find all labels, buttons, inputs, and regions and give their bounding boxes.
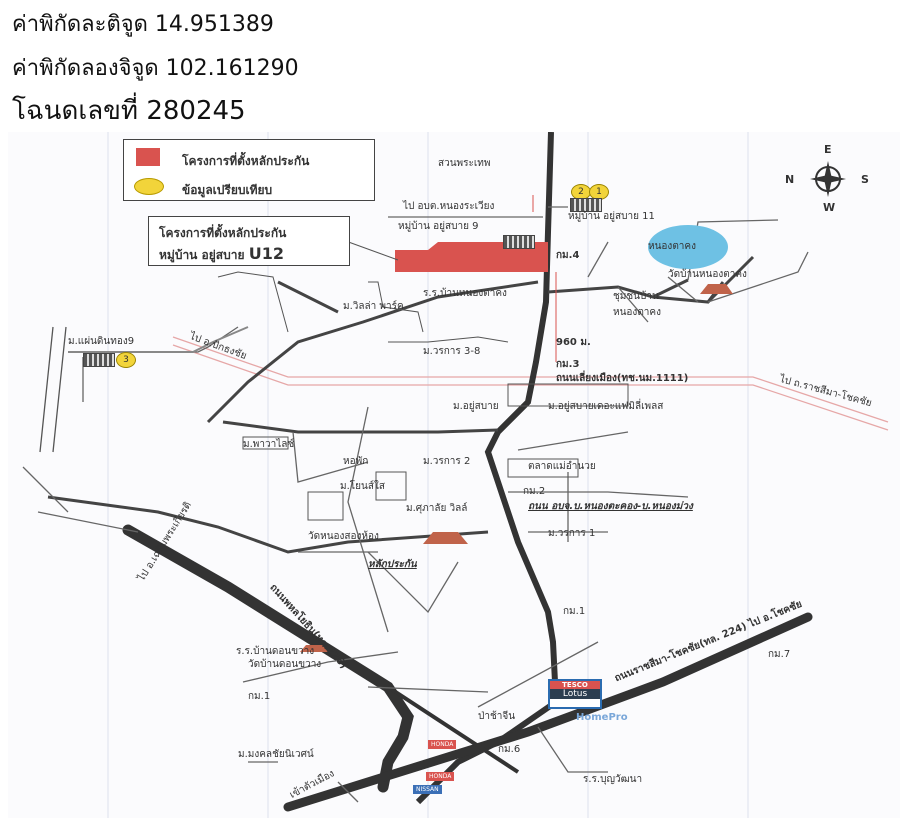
label-supalai-ville: ม.ศุภาลัย วิลล์ (406, 503, 468, 514)
label-km6: กม.6 (498, 744, 521, 755)
label-wat-ban-nong-ta-kong: วัดบ้านหนองตาคง (668, 269, 747, 280)
building-icon (503, 235, 535, 249)
label-dist-960: 960 ม. (556, 337, 591, 348)
label-to-nong-rawiang: ไป อบต.หนองระเวียง (403, 201, 495, 212)
legend-label-comparable: ข้อมูลเปรียบเทียบ (182, 183, 273, 197)
comparable-marker-3[interactable]: 3 (116, 352, 136, 368)
callout-code: U12 (248, 244, 284, 263)
callout-title: โครงการที่ตั้งหลักประกัน (159, 226, 287, 240)
label-collateral: หลักประกัน (368, 559, 417, 570)
label-km7: กม.7 (768, 649, 791, 660)
building-icon (570, 198, 602, 212)
project-callout: โครงการที่ตั้งหลักประกัน หมู่บ้าน อยู่สบ… (148, 216, 350, 266)
compass-rose: E N S W (783, 143, 873, 214)
latitude-text: ค่าพิกัดละติจูด 14.951389 (12, 12, 274, 37)
label-school-bun-wattana: ร.ร.บุญวัฒนา (583, 774, 643, 785)
ratchasima-chokchai-road (283, 612, 813, 812)
label-woraphan-3-8: ม.วรการ 3-8 (423, 346, 481, 357)
road-network (22, 132, 889, 818)
pond-nong-ta-kong (648, 225, 728, 269)
tesco-lotus-logo: TESCO Lotus (548, 679, 602, 709)
map-legend: โครงการที่ตั้งหลักประกัน ข้อมูลเปรียบเที… (123, 139, 375, 201)
collateral-project (395, 242, 548, 272)
label-mongkol-chai: ม.มงคลชัยนิเวศน์ (238, 749, 314, 760)
label-yen-sabai: ม.โยนส์ใส (340, 481, 385, 492)
shop-sign: HONDA (428, 740, 457, 749)
label-maen-din-thong: ม.แผ่นดินทอง9 (68, 336, 135, 347)
longitude-text: ค่าพิกัดลองจิจูด 102.161290 (12, 56, 299, 81)
label-pavilion: ม.พาวาไลซ์ (243, 439, 295, 450)
homepro-logo: HomePro (576, 712, 628, 723)
label-bypass-road: ถนนเลี่ยงเมือง(ทช.นม.1111) (556, 373, 689, 384)
label-dorm: หอพัก (343, 456, 369, 467)
label-market: ตลาดแม่อำนวย (528, 461, 596, 472)
label-villa-park: ม.วิลล่า พาร์ค (343, 301, 404, 312)
label-school-nong-ta-kong: ร.ร.บ้านหนองตาคง (423, 288, 507, 299)
label-suan-phra-thep: สวนพระเทพ (438, 158, 491, 169)
label-woraphan-2: ม.วรการ 2 (423, 456, 471, 467)
building-icon (83, 353, 115, 367)
label-community-2: หนองตาคง (613, 307, 661, 318)
label-obj-road: ถนน อบจ.บ.หนองตะคอง-บ.หนองม่วง (528, 501, 693, 512)
label-km4: กม.4 (556, 250, 580, 261)
callout-subtitle: หมู่บ้าน อยู่สบาย U12 (159, 244, 284, 265)
label-village-11: หมู่บ้าน อยู่สบาย 11 (568, 211, 655, 222)
lotus-text: Lotus (550, 689, 600, 699)
label-nong-ta-kong: หนองตาคง (648, 241, 696, 252)
mittraphap-road (122, 524, 414, 793)
label-pa-cha-chin: ป่าช้าจีน (478, 711, 516, 722)
shop-sign: NISSAN (413, 785, 442, 794)
label-km1-right: กม.1 (563, 606, 586, 617)
label-yu-sabai: ม.อยู่สบาย (453, 401, 499, 412)
label-km1-left: กม.1 (248, 691, 271, 702)
label-school-don-khwang: ร.ร.บ้านดอนขวาง (236, 646, 315, 657)
legend-swatch-comparable (134, 178, 164, 195)
compass-icon (810, 161, 846, 197)
deed-number-text: โฉนดเลขที่ 280245 (12, 96, 246, 126)
tesco-text: TESCO (550, 681, 600, 689)
shop-sign: HONDA (426, 772, 455, 781)
label-yu-sabai-family: ม.อยู่สบายเดอะแฟมิลี่เพลส (548, 401, 664, 412)
label-woraphan-1: ม.วรการ 1 (548, 528, 596, 539)
callout-village: หมู่บ้าน อยู่สบาย (159, 248, 245, 262)
compass-right: S (861, 173, 869, 186)
location-map: โครงการที่ตั้งหลักประกัน ข้อมูลเปรียบเที… (8, 132, 900, 818)
label-village-9: หมู่บ้าน อยู่สบาย 9 (398, 221, 479, 232)
compass-left: N (785, 173, 795, 186)
legend-label-collateral: โครงการที่ตั้งหลักประกัน (182, 154, 310, 168)
label-wat-nong-song-hong: วัดหนองสองห้อง (308, 531, 379, 542)
compass-top: E (824, 143, 832, 156)
label-community-1: ชุมชนบ้าน (613, 291, 659, 302)
label-km2: กม.2 (523, 486, 546, 497)
label-wat-don-khwang: วัดบ้านดอนขวาง (248, 659, 322, 670)
legend-swatch-collateral (136, 148, 160, 166)
compass-bottom: W (823, 201, 836, 214)
label-km3: กม.3 (556, 359, 580, 370)
